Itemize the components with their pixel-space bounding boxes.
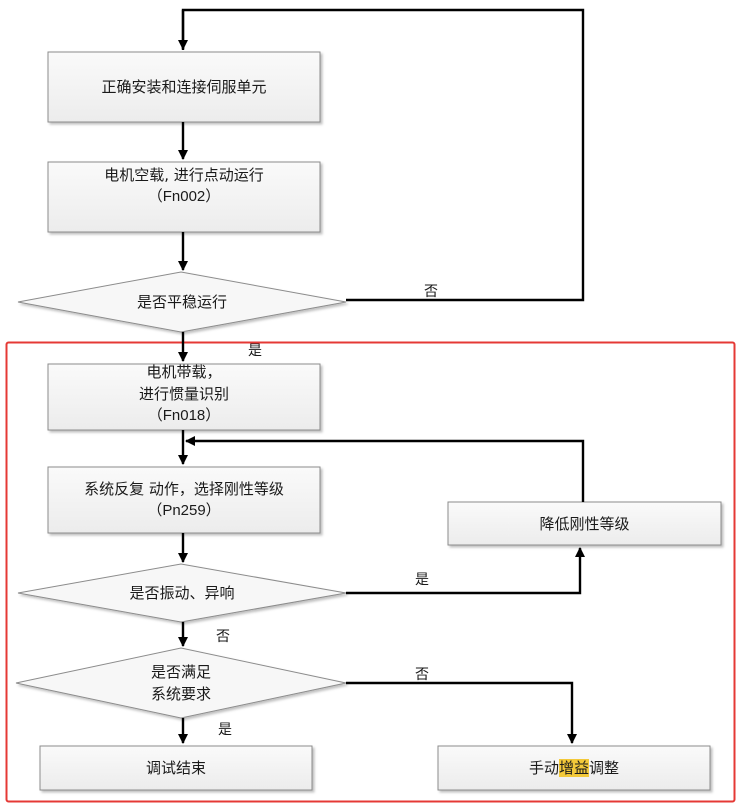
box-end [39, 745, 313, 791]
arrow-lower-to-repeat [184, 435, 585, 502]
load-line3: （Fn018） [147, 407, 221, 424]
box-lower [447, 501, 722, 546]
label-repeat: 系统反复 动作，选择刚性等级 （Pn259） [48, 478, 320, 522]
install-text: 正确安装和连接伺服单元 [101, 78, 267, 96]
vibrate-text: 是否振动、异响 [129, 584, 235, 602]
label-end: 调试结束 [40, 757, 312, 779]
diamond-stable [17, 271, 347, 333]
noload-line1: 电机空载, 进行点动运行 [104, 166, 264, 184]
load-line1: 电机带载， [146, 363, 222, 381]
edge-label-vibrate-yes: 是 [415, 572, 429, 588]
edge-label-meet-no: 否 [415, 667, 429, 683]
repeat-line1: 系统反复 动作，选择刚性等级 [84, 480, 284, 498]
arrow-vibrate-to-lower [346, 546, 586, 595]
label-noload: 电机空载, 进行点动运行 （Fn002） [48, 164, 320, 208]
end-text: 调试结束 [145, 759, 206, 777]
manual-highlight: 增益 [558, 759, 589, 777]
label-load: 电机带载， 进行惯量识别 （Fn018） [48, 361, 320, 427]
box-load [47, 363, 321, 431]
box-noload [47, 161, 321, 233]
edge-label-stable-yes: 是 [248, 343, 262, 359]
edge-label-meet-yes: 是 [218, 722, 232, 738]
meet-line2: 系统要求 [150, 685, 211, 703]
meet-line1: 是否满足 [150, 663, 211, 681]
label-meet: 是否满足 系统要求 [16, 661, 346, 705]
connectors [177, 8, 586, 745]
lower-text: 降低刚性等级 [539, 515, 630, 533]
stable-text: 是否平稳运行 [136, 293, 227, 311]
repeat-line2: （Pn259） [147, 502, 221, 519]
edge-label-stable-no: 否 [424, 284, 438, 300]
box-repeat [47, 466, 321, 534]
highlight-frame [5, 341, 736, 803]
load-line2: 进行惯量识别 [138, 385, 229, 403]
label-manual: 手动增益调整 [438, 757, 710, 779]
label-lower: 降低刚性等级 [448, 513, 721, 535]
label-vibrate: 是否振动、异响 [18, 582, 346, 604]
label-install: 正确安装和连接伺服单元 [48, 76, 320, 98]
manual-prefix: 手动 [528, 759, 559, 777]
manual-suffix: 调整 [589, 759, 620, 777]
box-install [47, 51, 321, 123]
edge-label-vibrate-no: 否 [216, 629, 230, 645]
arrow-meet-to-manual [346, 681, 578, 745]
noload-line2: （Fn002） [147, 188, 221, 205]
label-stable: 是否平稳运行 [18, 291, 346, 313]
